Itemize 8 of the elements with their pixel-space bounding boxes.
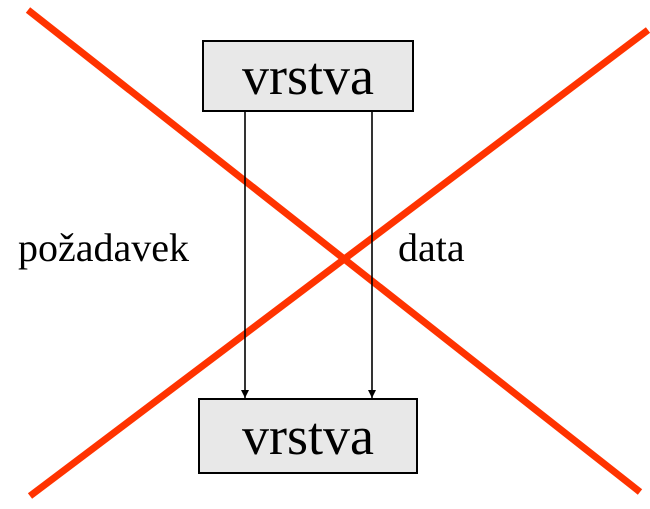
layer-label: vrstva xyxy=(242,49,374,103)
edge-label: data xyxy=(398,228,465,268)
layer-box xyxy=(198,398,418,474)
layer-box xyxy=(202,40,414,112)
edge-label: požadavek xyxy=(18,228,190,268)
arrow xyxy=(368,112,376,398)
arrow xyxy=(241,112,249,398)
layer-label: vrstva xyxy=(242,409,374,463)
